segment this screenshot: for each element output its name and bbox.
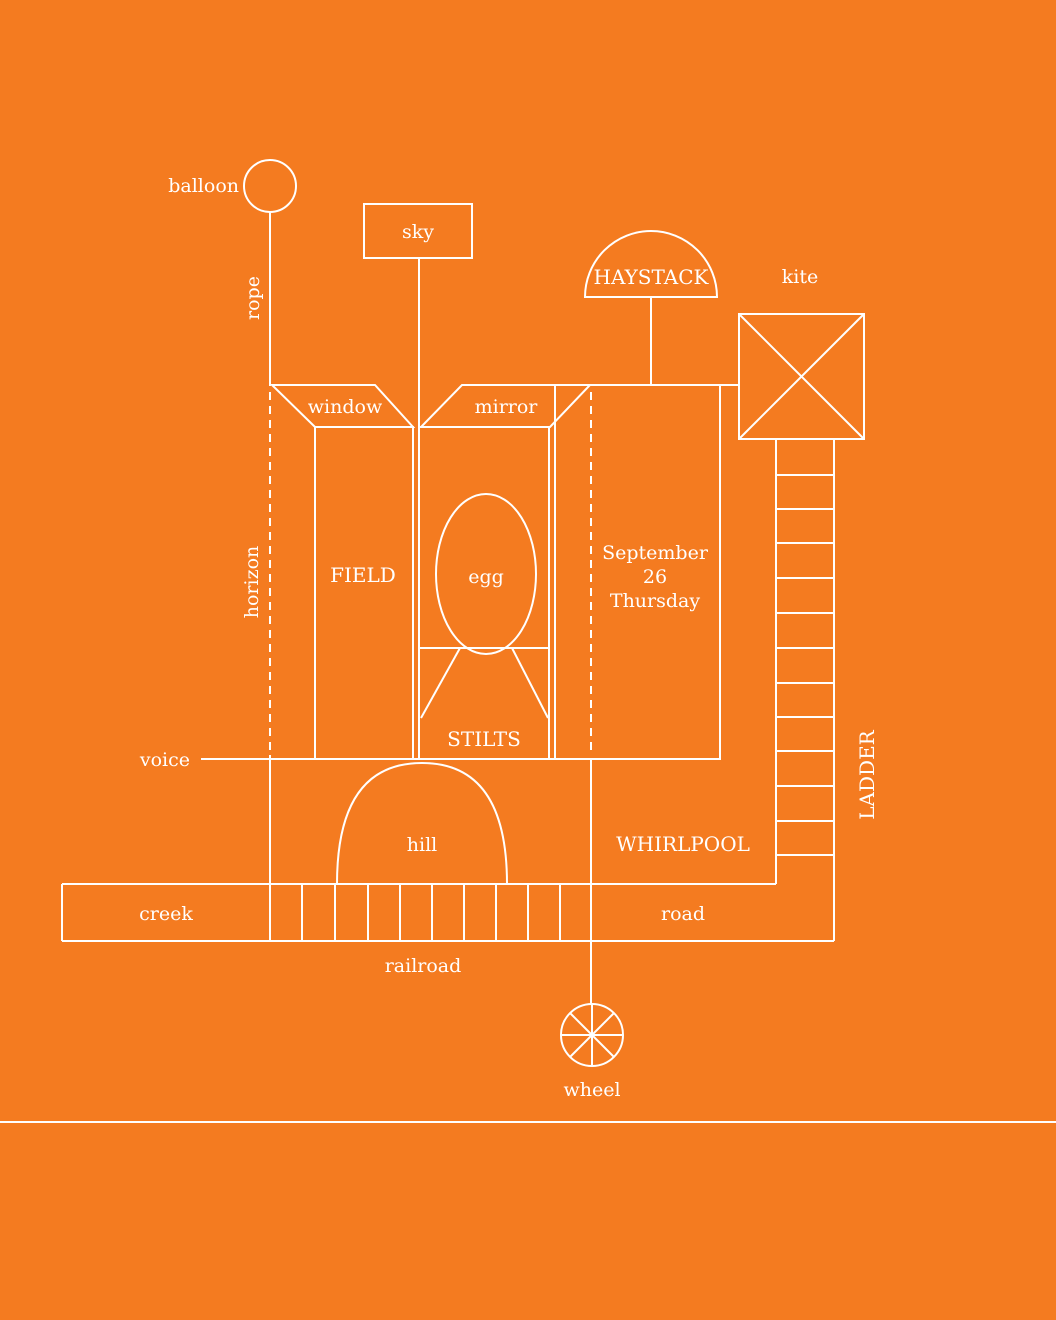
egg-shape [435, 493, 537, 655]
hill-shape [336, 761, 508, 885]
mirror-label: mirror [475, 396, 539, 418]
window-label: window [308, 396, 383, 418]
date-month: September [602, 542, 709, 564]
egg-label: egg [468, 566, 504, 588]
stilt-right [511, 647, 549, 719]
field-label: FIELD [330, 563, 396, 587]
kite-box [738, 313, 865, 440]
date-weekday: Thursday [610, 590, 700, 612]
haystack-dome [583, 230, 719, 298]
railroad-label: railroad [385, 955, 462, 977]
road-label: road [661, 903, 705, 925]
horizon-label: horizon [241, 546, 263, 619]
creek-label: creek [139, 903, 193, 925]
wheel-label: wheel [563, 1079, 620, 1101]
date-box [554, 384, 721, 760]
whirlpool-label: WHIRLPOOL [616, 832, 750, 856]
date-day: 26 [643, 566, 667, 588]
rope-label: rope [242, 276, 264, 320]
haystack-label: HAYSTACK [594, 265, 710, 289]
ladder-rungs [776, 474, 834, 856]
wheel-icon [560, 1003, 624, 1067]
stilts-label: STILTS [447, 727, 521, 751]
stilt-left [420, 647, 461, 719]
kite-label: kite [782, 266, 818, 288]
balloon-circle [243, 159, 297, 213]
ladder-label: LADDER [855, 729, 879, 819]
voice-label: voice [139, 749, 190, 771]
balloon-label: balloon [168, 175, 239, 197]
railroad-ties [301, 884, 561, 941]
sky-label: sky [402, 221, 434, 243]
kite-cross-b [738, 313, 865, 440]
hill-label: hill [407, 834, 437, 856]
egg-column [418, 426, 550, 760]
field-box [314, 426, 414, 760]
